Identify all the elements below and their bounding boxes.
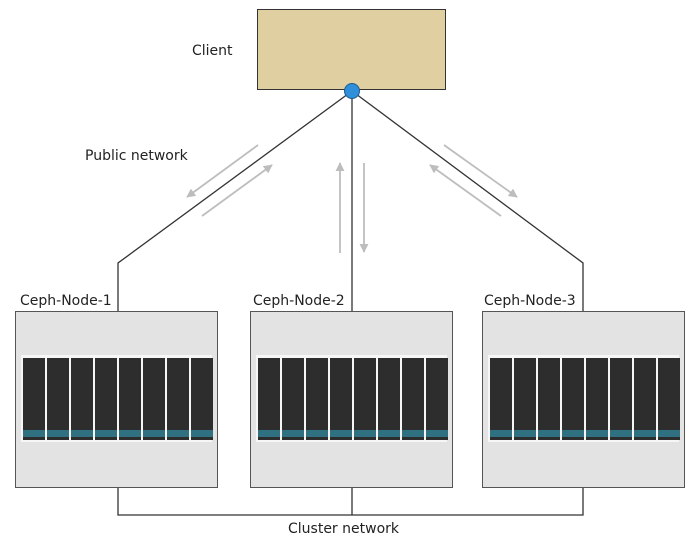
disk-led-icon xyxy=(282,430,304,437)
disk-led-icon xyxy=(47,430,69,437)
traffic-arrows-node-3 xyxy=(429,144,518,217)
disk-icon xyxy=(658,358,680,440)
disk-led-icon xyxy=(95,430,117,437)
disk-icon xyxy=(562,358,584,440)
arrow-up-icon xyxy=(429,164,502,217)
disk-icon xyxy=(119,358,141,440)
disk-icon xyxy=(258,358,280,440)
disk-icon xyxy=(354,358,376,440)
disk-led-icon xyxy=(119,430,141,437)
disk-icon xyxy=(330,358,352,440)
disk-led-icon xyxy=(143,430,165,437)
arrow-up-icon xyxy=(201,164,273,217)
ceph-node-1 xyxy=(15,311,218,488)
disk-array xyxy=(256,355,448,442)
disk-icon xyxy=(143,358,165,440)
disk-led-icon xyxy=(490,430,512,437)
disk-icon xyxy=(514,358,536,440)
disk-led-icon xyxy=(378,430,400,437)
disk-led-icon xyxy=(402,430,424,437)
disk-led-icon xyxy=(191,430,213,437)
disk-array xyxy=(21,355,213,442)
network-port-dot-icon xyxy=(344,83,360,99)
traffic-arrows-node-2 xyxy=(335,162,369,253)
cluster-network-line xyxy=(117,488,584,516)
ceph-node-3 xyxy=(482,311,685,488)
disk-icon xyxy=(167,358,189,440)
disk-icon xyxy=(306,358,328,440)
disk-led-icon xyxy=(330,430,352,437)
ceph-node-2 xyxy=(250,311,453,488)
disk-icon xyxy=(538,358,560,440)
disk-icon xyxy=(95,358,117,440)
disk-icon xyxy=(191,358,213,440)
disk-led-icon xyxy=(562,430,584,437)
public-link-node-3 xyxy=(351,90,584,311)
disk-icon xyxy=(586,358,608,440)
disk-led-icon xyxy=(634,430,656,437)
disk-led-icon xyxy=(23,430,45,437)
client-box xyxy=(257,9,446,90)
disk-led-icon xyxy=(258,430,280,437)
disk-icon xyxy=(23,358,45,440)
disk-led-icon xyxy=(658,430,680,437)
node-3-label: Ceph-Node-3 xyxy=(484,293,576,309)
disk-array xyxy=(488,355,680,442)
disk-icon xyxy=(610,358,632,440)
disk-icon xyxy=(282,358,304,440)
disk-led-icon xyxy=(514,430,536,437)
node-1-label: Ceph-Node-1 xyxy=(20,293,112,309)
disk-icon xyxy=(378,358,400,440)
disk-icon xyxy=(71,358,93,440)
disk-led-icon xyxy=(426,430,448,437)
public-network-label: Public network xyxy=(85,148,188,164)
client-label: Client xyxy=(192,43,233,59)
arrow-down-icon xyxy=(443,144,518,198)
disk-icon xyxy=(490,358,512,440)
disk-icon xyxy=(634,358,656,440)
node-2-label: Ceph-Node-2 xyxy=(253,293,345,309)
disk-icon xyxy=(402,358,424,440)
disk-led-icon xyxy=(167,430,189,437)
disk-led-icon xyxy=(610,430,632,437)
public-link-node-1 xyxy=(117,90,353,311)
disk-led-icon xyxy=(306,430,328,437)
disk-led-icon xyxy=(354,430,376,437)
cluster-network-label: Cluster network xyxy=(288,521,399,537)
disk-icon xyxy=(47,358,69,440)
disk-led-icon xyxy=(71,430,93,437)
traffic-arrows-node-1 xyxy=(186,144,273,217)
disk-led-icon xyxy=(538,430,560,437)
disk-icon xyxy=(426,358,448,440)
arrow-down-icon xyxy=(186,144,259,198)
disk-led-icon xyxy=(586,430,608,437)
